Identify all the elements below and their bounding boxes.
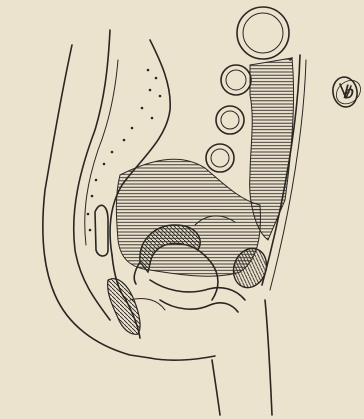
perineum <box>160 300 238 312</box>
sacrum-outer <box>74 30 110 320</box>
intestine-loop-4-inner <box>211 149 229 167</box>
body-outline-bottom <box>150 356 215 360</box>
intestine-loop-2-inner <box>226 70 246 90</box>
finger-outline <box>95 205 108 256</box>
intestine-loop-top-inner <box>243 13 283 53</box>
rectum <box>108 279 140 335</box>
pelvic-floor <box>150 280 245 300</box>
intestine-loop-top <box>237 7 289 59</box>
intestine-loop-3-inner <box>221 111 239 129</box>
corner-mark-symbol: ⓑ <box>331 75 363 109</box>
intestine-loop-4 <box>206 144 234 172</box>
body-outline-leg <box>265 300 272 415</box>
body-outline-front-lower <box>212 360 220 415</box>
intestine-loop-3 <box>216 106 244 134</box>
